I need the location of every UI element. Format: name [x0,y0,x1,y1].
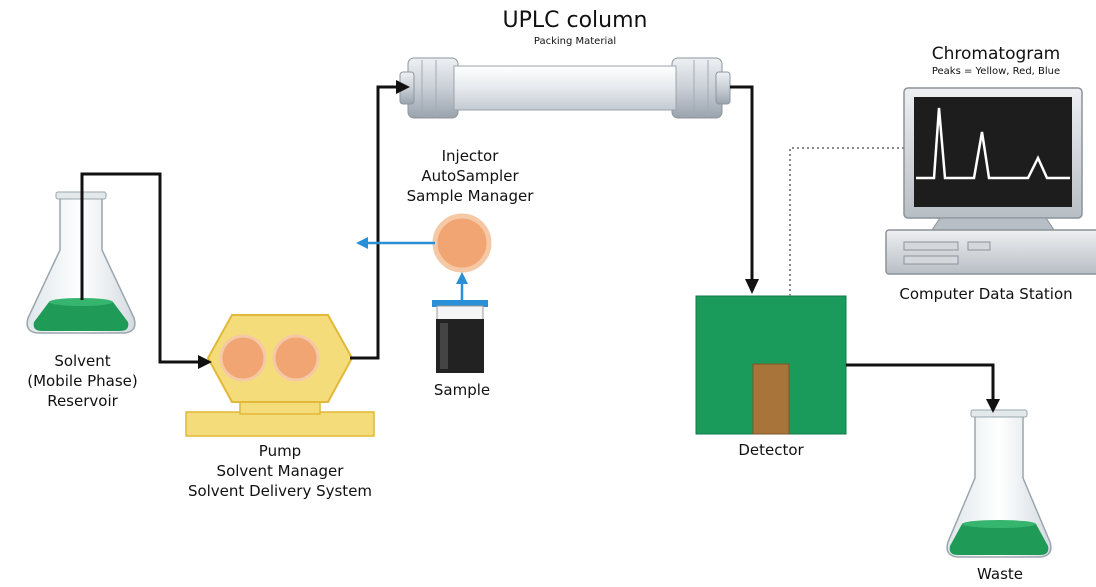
pump-label-line: Solvent Delivery System [187,482,373,500]
solvent-liquid [33,302,129,331]
sample-label: Sample [433,381,491,399]
column-title: UPLC column [502,8,648,33]
sample-vial [432,300,488,373]
pump-label-line: Solvent Manager [216,462,344,480]
detector-label: Detector [738,441,804,459]
waste-arrowhead [986,399,1000,413]
pump-unit [185,314,375,437]
column-inlet-arrowhead [396,80,410,94]
waste-liquid [949,524,1049,555]
pump-head-left [219,334,267,382]
solvent-label: Solvent (Mobile Phase) Reservoir [0,351,165,411]
solvent-label-line: Reservoir [47,392,118,410]
detector-arrowhead [745,279,759,294]
solvent-arrowhead [198,355,212,369]
solvent-label-line: Solvent [54,352,111,370]
injector-label-line: AutoSampler [421,167,519,185]
chromatogram-subtitle: Peaks = Yellow, Red, Blue [931,66,1061,77]
chromatogram-title: Chromatogram [931,44,1061,64]
injector-label-line: Injector [441,147,499,165]
pump-head-right [272,334,320,382]
column-subtitle: Packing Material [533,36,617,47]
detector-unit [695,295,847,435]
waste-flask [946,409,1052,558]
waste-label: Waste [977,565,1023,583]
solvent-to-pump-line [80,172,200,364]
detector-to-waste-line [846,363,995,400]
injector-unit [432,213,492,273]
pump-label: Pump Solvent Manager Solvent Delivery Sy… [140,441,420,501]
injector-label: Injector AutoSampler Sample Manager [380,146,560,206]
pump-label-line: Pump [258,442,302,460]
column-to-detector-line [730,85,754,280]
computer-label: Computer Data Station [899,285,1073,303]
pump-to-column-line [350,85,398,360]
injector-label-line: Sample Manager [406,187,534,205]
flow-lines [80,80,1000,413]
uplc-column [399,57,731,119]
solvent-label-line: (Mobile Phase) [27,372,138,390]
computer-data-station [885,87,1096,275]
sample-flow [356,237,468,300]
